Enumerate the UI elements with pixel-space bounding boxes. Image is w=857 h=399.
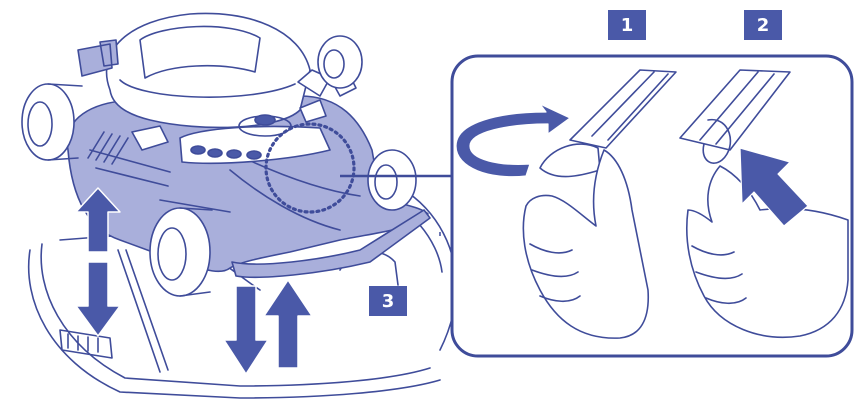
wheel-front-right [368,150,416,210]
wheel-rear-right [318,36,362,88]
height-arrows-left [76,188,120,336]
height-arrows-front [224,280,312,374]
step-label-1: 1 [608,10,646,40]
step-label-3: 3 [369,286,407,316]
arrow-down-icon [76,262,120,336]
arrow-down-icon [224,286,268,374]
step-label-2: 2 [744,10,782,40]
walker-seat [107,13,310,127]
arrow-up-icon [264,280,312,368]
